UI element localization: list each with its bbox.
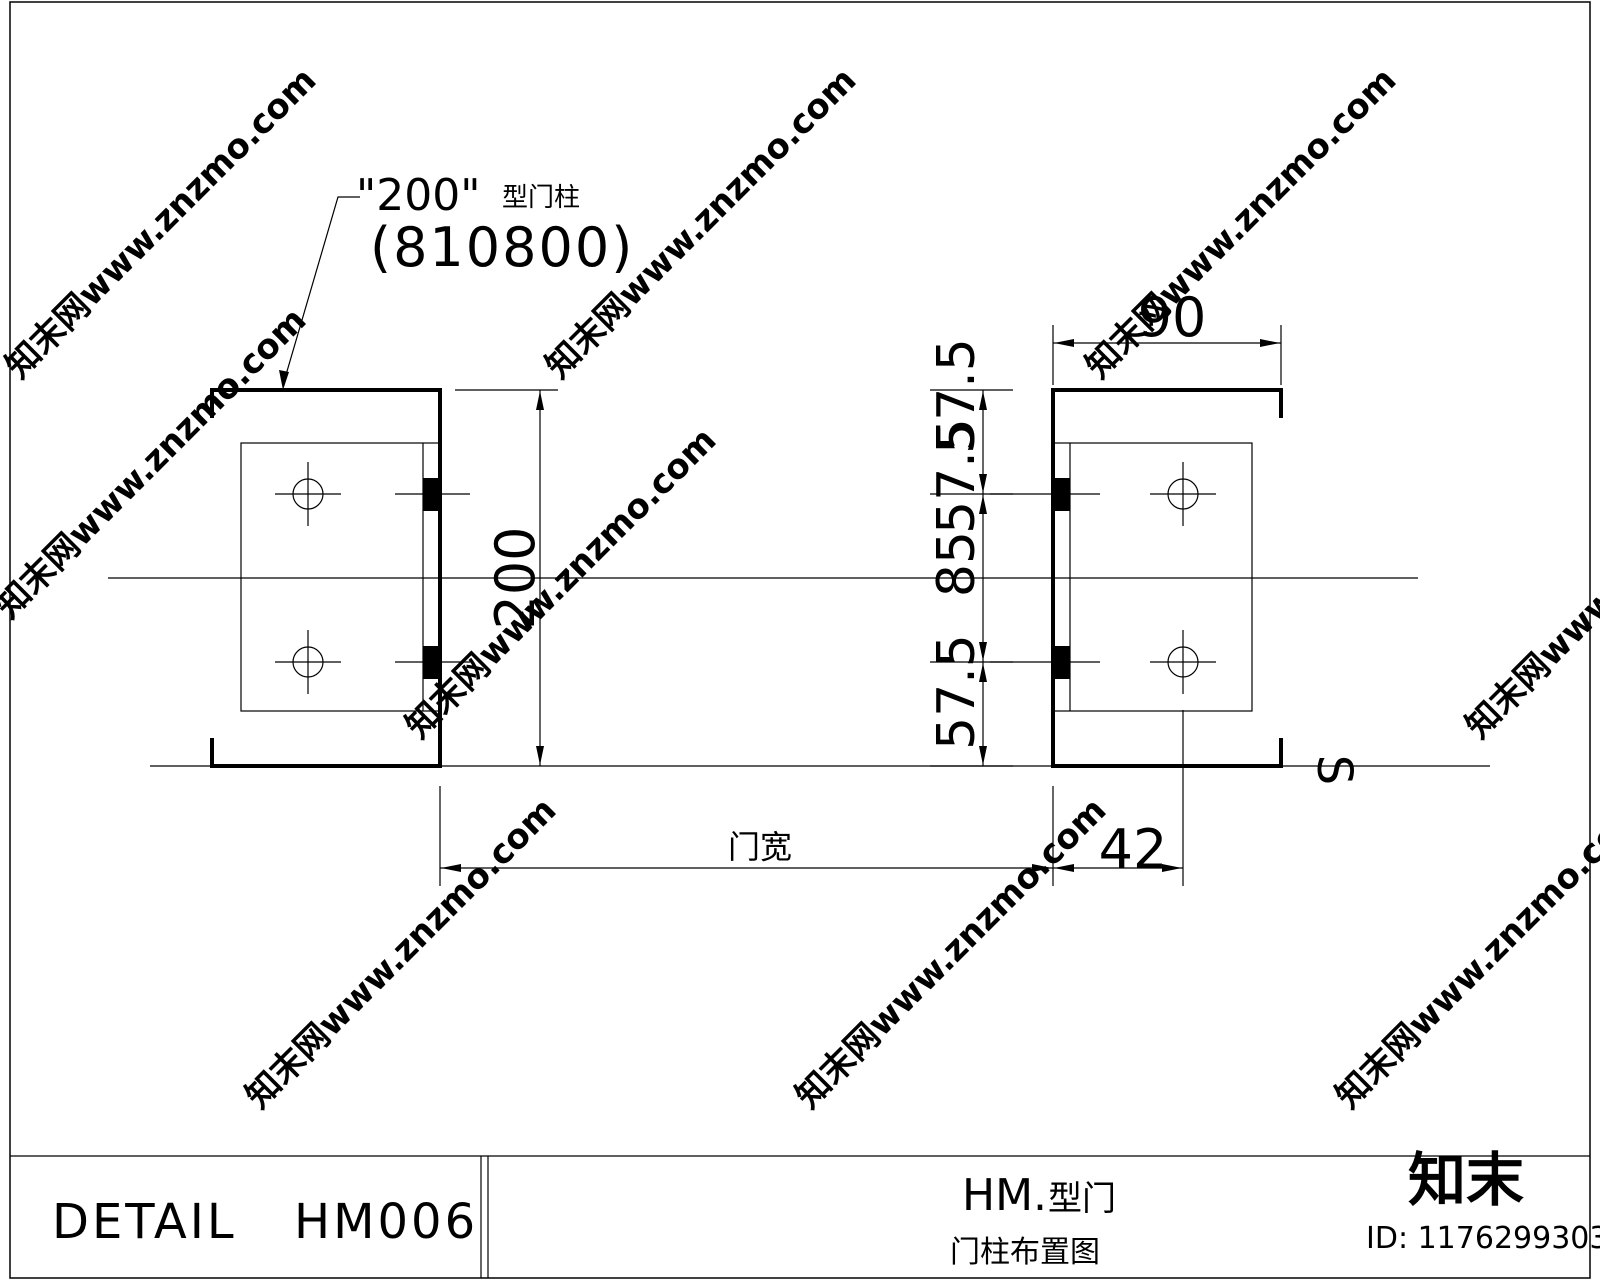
callout-type-text: 型门柱 bbox=[502, 183, 580, 213]
callout-part-number: (810800) bbox=[370, 216, 634, 279]
bolt-hole bbox=[275, 630, 341, 694]
detail-label: DETAIL bbox=[52, 1194, 237, 1250]
title-block bbox=[10, 1155, 1590, 1278]
dim-seg-upper-text: 57.5 bbox=[927, 418, 987, 534]
drawing-subtitle: 门柱布置图 bbox=[950, 1235, 1100, 1270]
dim-door-width-text: 门宽 bbox=[728, 828, 792, 866]
left-door-post bbox=[210, 388, 470, 768]
dim-width-top-text: 90 bbox=[1138, 286, 1207, 349]
detail-code: HM006 bbox=[294, 1194, 478, 1250]
callout-number: "200" bbox=[356, 170, 480, 221]
dim-seg-top-text: 57.5 bbox=[927, 338, 987, 454]
watermark-stamp: 知末网www.znzmo.com bbox=[788, 790, 1114, 1116]
dim-seg-lower-text: 57.5 bbox=[927, 634, 987, 750]
title-prefix: HM. bbox=[962, 1170, 1047, 1221]
title-suffix: 型门 bbox=[1048, 1179, 1116, 1219]
dim-stack bbox=[930, 389, 1013, 767]
brand-watermark: 知末 bbox=[1408, 1146, 1524, 1214]
dim-seg-mid-text: 85 bbox=[927, 531, 987, 597]
watermark-stamp: 知末网www.znzmo.com bbox=[238, 790, 564, 1116]
watermark-stamp: 知末网www.znzmo.com bbox=[1458, 420, 1600, 746]
watermark-stamp: 知末网www.znzmo.com bbox=[1078, 60, 1404, 386]
dim-height-text: 200 bbox=[484, 526, 547, 629]
bolt-hole bbox=[1150, 630, 1216, 694]
dim-width-top bbox=[1052, 325, 1282, 385]
dim-height bbox=[455, 389, 558, 766]
watermark-stamp: 知末网www.znzmo.com bbox=[1328, 790, 1600, 1116]
dim-door-width bbox=[439, 710, 1184, 886]
id-watermark: ID: 1176299303 bbox=[1366, 1221, 1600, 1256]
right-door-post bbox=[990, 388, 1283, 768]
bolt-hole bbox=[1150, 462, 1216, 526]
bolt-hole bbox=[275, 462, 341, 526]
drawing-frame bbox=[9, 1, 1591, 1279]
watermark-stamp: 知末网www.znzmo.com bbox=[398, 420, 724, 746]
dim-offset-text: 42 bbox=[1099, 818, 1168, 881]
section-mark: S bbox=[1306, 755, 1362, 785]
callout-leader bbox=[279, 196, 360, 390]
